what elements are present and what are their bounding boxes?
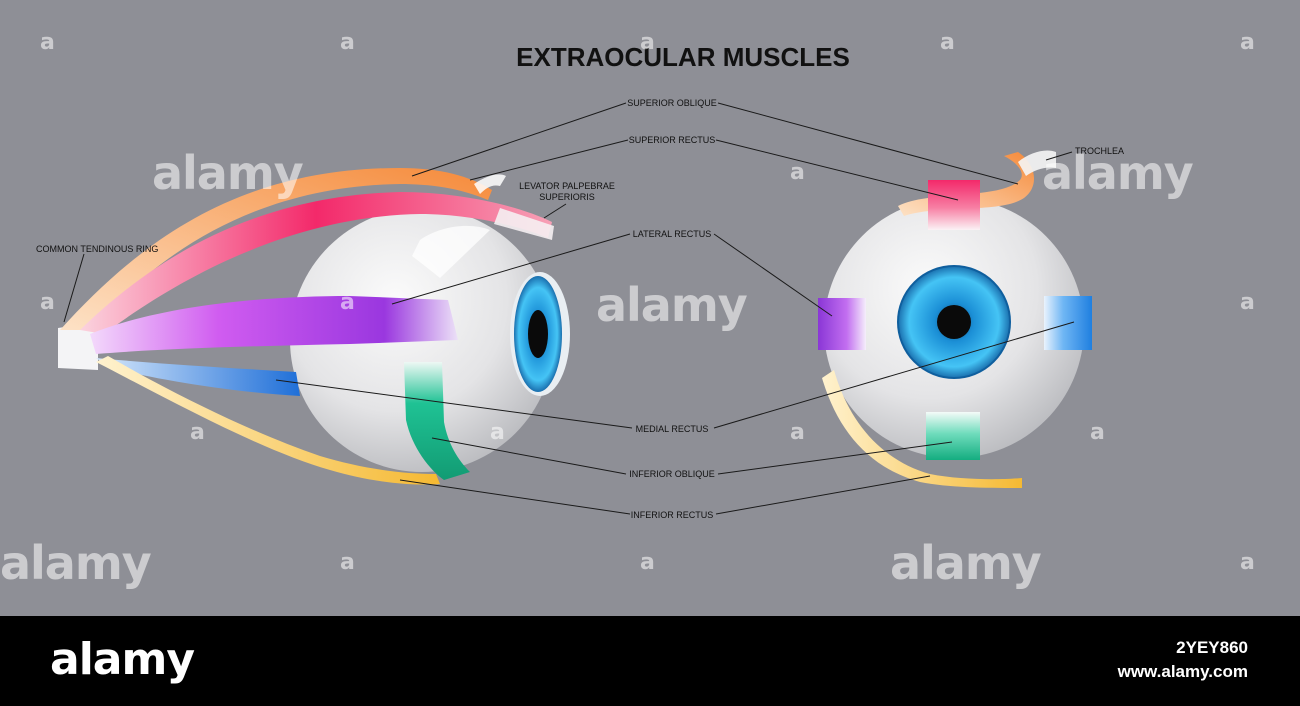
watermark-mark: a (190, 420, 205, 445)
watermark-mark: a (940, 30, 955, 55)
label-levator-line2: SUPERIORIS (539, 192, 595, 202)
watermark-logo: alamy (152, 146, 304, 200)
common-tendinous-ring (58, 322, 98, 370)
right-inferior-oblique (822, 370, 1022, 488)
left-inferior-oblique (404, 362, 470, 480)
watermark-mark: a (340, 290, 355, 315)
levator-palpebrae-superioris (494, 208, 554, 240)
label-medial-rectus: MEDIAL RECTUS (635, 424, 709, 434)
right-iris-ring (897, 265, 1011, 379)
watermark-mark: a (1240, 550, 1255, 575)
left-inferior-rectus (96, 356, 440, 485)
left-pupil (528, 310, 548, 358)
watermark-mark: a (1240, 30, 1255, 55)
watermark-logo: alamy (1042, 146, 1194, 200)
label-levator-line1: LEVATOR PALPEBRAE (519, 181, 615, 191)
anatomy-illustration (58, 102, 1092, 515)
leader-trochlea (1045, 151, 1073, 161)
right-superior-rectus (928, 180, 980, 230)
watermark-mark: a (640, 30, 655, 55)
watermark-mark: a (1240, 290, 1255, 315)
watermark-logo: alamy (596, 278, 748, 332)
label-lateral-rectus: LATERAL RECTUS (632, 229, 712, 239)
left-lateral-rectus (90, 296, 458, 354)
leader-superior-rectus-left (469, 139, 629, 181)
leader-lateral-rectus-left (391, 233, 631, 305)
watermark-mark: a (640, 550, 655, 575)
label-superior-oblique: SUPERIOR OBLIQUE (627, 98, 717, 108)
watermark-logo: alamy (890, 536, 1042, 590)
right-lateral-rectus (818, 298, 866, 350)
watermark-mark: a (340, 30, 355, 55)
label-inferior-rectus: INFERIOR RECTUS (630, 510, 714, 520)
left-medial-rectus (96, 358, 300, 396)
left-trochlea (474, 174, 506, 194)
label-superior-rectus: SUPERIOR RECTUS (628, 135, 716, 145)
watermark-mark: a (790, 420, 805, 445)
leader-superior-rectus-right (715, 139, 959, 201)
diagram: EXTRAOCULAR MUSCLES SUPERIOR OBLIQUE SUP… (0, 30, 1255, 590)
leader-medial-rectus-right (713, 321, 1075, 429)
label-inferior-oblique: INFERIOR OBLIQUE (629, 469, 715, 479)
leader-medial-rectus-left (275, 379, 633, 429)
page-title: EXTRAOCULAR MUSCLES (516, 42, 850, 72)
watermark-mark: a (340, 550, 355, 575)
footer-url[interactable]: www.alamy.com (1117, 662, 1248, 681)
right-pupil (937, 305, 971, 339)
leader-superior-oblique-right (717, 102, 1019, 185)
leader-inferior-rectus-left (399, 479, 631, 515)
leader-inferior-rectus-right (715, 475, 931, 515)
label-common-tendinous-ring: COMMON TENDINOUS RING (36, 244, 159, 254)
image-id: 2YEY860 (1176, 638, 1248, 657)
leader-inferior-oblique-left (431, 437, 627, 475)
watermark-logo: alamy (0, 536, 152, 590)
watermark-mark: a (490, 420, 505, 445)
watermark-mark: a (1090, 420, 1105, 445)
leader-superior-oblique-left (411, 102, 627, 177)
watermark-mark: a (790, 160, 805, 185)
footer-bar: alamy 2YEY860 www.alamy.com (0, 616, 1300, 706)
watermark-mark: a (40, 290, 55, 315)
leader-common-ring (63, 253, 85, 323)
leader-inferior-oblique-right (717, 441, 953, 475)
right-trochlea (1018, 150, 1056, 176)
left-superior-tendon (412, 225, 490, 278)
left-superior-rectus (80, 192, 552, 334)
watermark-mark: a (40, 30, 55, 55)
leader-levator (543, 203, 567, 219)
right-inferior-rectus (926, 412, 980, 460)
label-trochlea: TROCHLEA (1075, 146, 1125, 156)
right-medial-rectus (1044, 296, 1092, 350)
leader-lateral-rectus-right (713, 233, 833, 317)
footer-logo[interactable]: alamy (50, 634, 195, 685)
